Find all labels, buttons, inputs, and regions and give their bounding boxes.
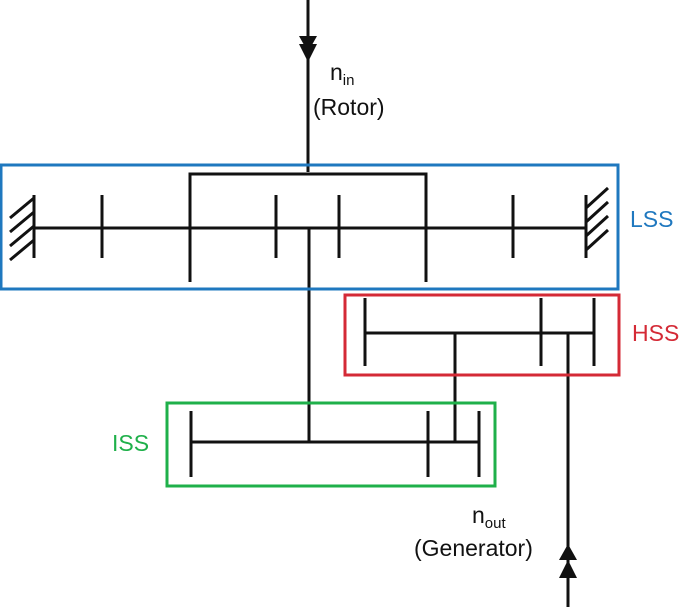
output-arrow-upper-icon bbox=[559, 544, 577, 560]
iss-box bbox=[165, 401, 497, 488]
input-speed-label: nin bbox=[330, 59, 354, 89]
lss-label: LSS bbox=[630, 206, 673, 232]
lss-gearing bbox=[9, 172, 610, 442]
output-arrow-lower-icon bbox=[559, 560, 577, 578]
output-speed-label: nout bbox=[472, 502, 506, 532]
lss-box bbox=[0, 163, 620, 291]
input-arrow-lower-icon bbox=[299, 44, 317, 62]
iss-label: ISS bbox=[112, 430, 149, 456]
hss-box bbox=[343, 293, 621, 377]
input-source-label: (Rotor) bbox=[313, 94, 385, 120]
hss-label: HSS bbox=[632, 320, 679, 346]
output-target-label: (Generator) bbox=[414, 535, 533, 561]
iss-gearing bbox=[189, 411, 481, 477]
